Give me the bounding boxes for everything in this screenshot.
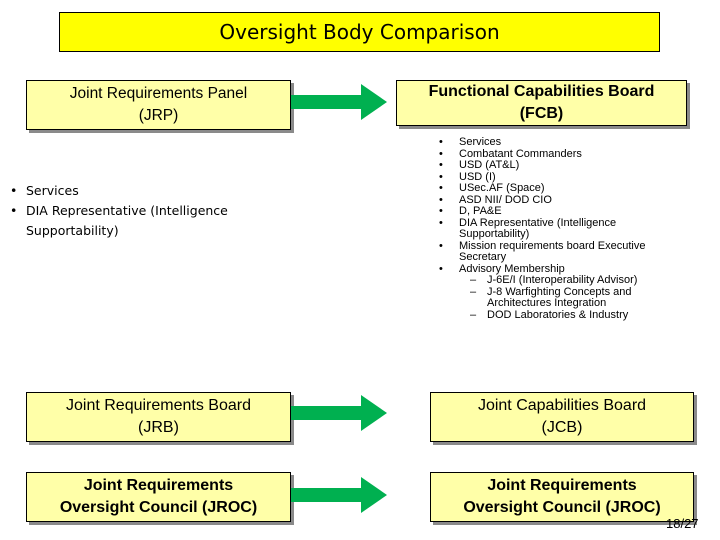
jrp-member-list: Services DIA Representative (Intelligenc… [10,181,280,241]
jroc-left-subtitle: Oversight Council (JROC) [59,499,258,516]
jrp-abbrev: (JRP) [138,107,179,124]
list-item: ASD NII/ DOD CIO [437,194,687,207]
jroc-right-box: Joint Requirements Oversight Council (JR… [430,472,694,522]
jcb-box: Joint Capabilities Board (JCB) [430,392,694,442]
jrb-title: Joint Requirements Board [66,397,251,414]
jrp-box: Joint Requirements Panel (JRP) [26,80,291,130]
list-item: USec.AF (Space) [437,182,687,195]
jrp-title: Joint Requirements Panel [69,85,248,102]
jroc-left-title: Joint Requirements [83,477,234,494]
list-item: USD (AT&L) [437,159,687,172]
sub-list-item: DOD Laboratories & Industry [437,309,687,322]
sub-list-item: J-6E/I (Interoperability Advisor) [437,274,687,287]
jroc-right-title: Joint Requirements [487,477,637,494]
list-item: Mission requirements board Executive Sec… [437,240,689,264]
jcb-abbrev: (JCB) [541,419,583,436]
list-item: Services [10,181,280,201]
arrow-right-icon [291,84,387,120]
list-item: Advisory Membership [437,263,687,276]
list-item: Services [437,136,687,149]
list-item: USD (I) [437,171,687,184]
slide-title: Oversight Body Comparison [59,12,660,52]
list-item: D, PA&E [437,205,687,218]
sub-list-item: J-8 Warfighting Concepts and Architectur… [437,286,667,310]
jroc-right-subtitle: Oversight Council (JROC) [463,499,661,516]
list-item: DIA Representative (Intelligence Support… [437,217,629,241]
jcb-title: Joint Capabilities Board [477,397,647,414]
fcb-title: Functional Capabilities Board [428,83,655,100]
fcb-abbrev: (FCB) [519,105,564,122]
jrb-abbrev: (JRB) [138,419,179,436]
jroc-left-box: Joint Requirements Oversight Council (JR… [26,472,291,522]
fcb-member-list: Services Combatant Commanders USD (AT&L)… [437,136,689,322]
list-item: DIA Representative (Intelligence Support… [10,201,280,241]
page-number: 18/27 [666,516,699,531]
arrow-right-icon [291,477,387,513]
fcb-box: Functional Capabilities Board (FCB) [396,80,687,126]
jrb-box: Joint Requirements Board (JRB) [26,392,291,442]
arrow-right-icon [291,395,387,431]
list-item: Combatant Commanders [437,148,687,161]
